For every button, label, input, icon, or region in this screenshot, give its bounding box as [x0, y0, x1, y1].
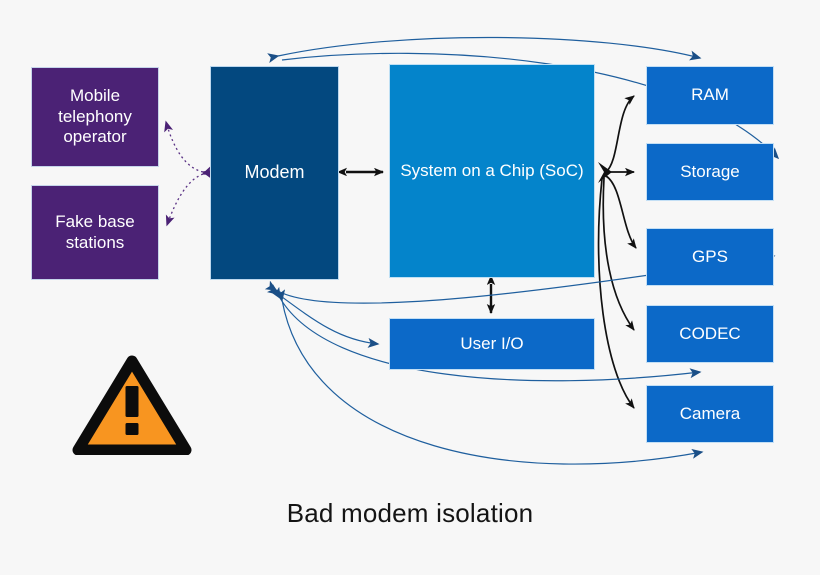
node-label: Modem [244, 162, 305, 183]
edge-soc-bus-to-codec [602, 177, 635, 331]
edge-fakebase-to-modem [165, 166, 214, 227]
node-fake-base-stations[interactable]: Fake base stations [31, 185, 159, 280]
edge-operator-to-modem [164, 120, 214, 179]
node-gps[interactable]: GPS [646, 228, 774, 286]
edge-soc-bus-to-ram [605, 95, 635, 173]
node-storage[interactable]: Storage [646, 143, 774, 201]
bus-junction-node [598, 162, 612, 183]
warning-exclamation-dot [125, 423, 139, 435]
node-label: RAM [691, 85, 729, 105]
node-ram[interactable]: RAM [646, 66, 774, 125]
node-mobile-telephony-operator[interactable]: Mobile telephony operator [31, 67, 159, 167]
node-label: User I/O [460, 333, 524, 353]
edge-modem-to-userio [266, 284, 380, 348]
node-codec[interactable]: CODEC [646, 305, 774, 363]
warning-triangle-icon [72, 355, 192, 455]
node-modem[interactable]: Modem [210, 66, 339, 280]
node-system-on-a-chip[interactable]: System on a Chip (SoC) [389, 64, 595, 278]
warning-exclamation-bar [125, 386, 139, 417]
node-label: System on a Chip (SoC) [400, 160, 584, 180]
node-label: GPS [692, 246, 728, 266]
node-label: Camera [679, 403, 741, 423]
node-user-io[interactable]: User I/O [389, 318, 595, 370]
diagram-caption: Bad modem isolation [286, 498, 534, 528]
node-label: Mobile telephony operator [58, 85, 132, 147]
node-label: Fake base stations [55, 211, 135, 252]
edge-soc-bus-to-camera [597, 178, 635, 409]
node-label: Storage [680, 161, 740, 181]
node-label: CODEC [679, 323, 741, 343]
node-camera[interactable]: Camera [646, 385, 774, 443]
edge-modem-to-ram [267, 36, 702, 63]
edge-soc-bus-to-gps [605, 175, 637, 249]
